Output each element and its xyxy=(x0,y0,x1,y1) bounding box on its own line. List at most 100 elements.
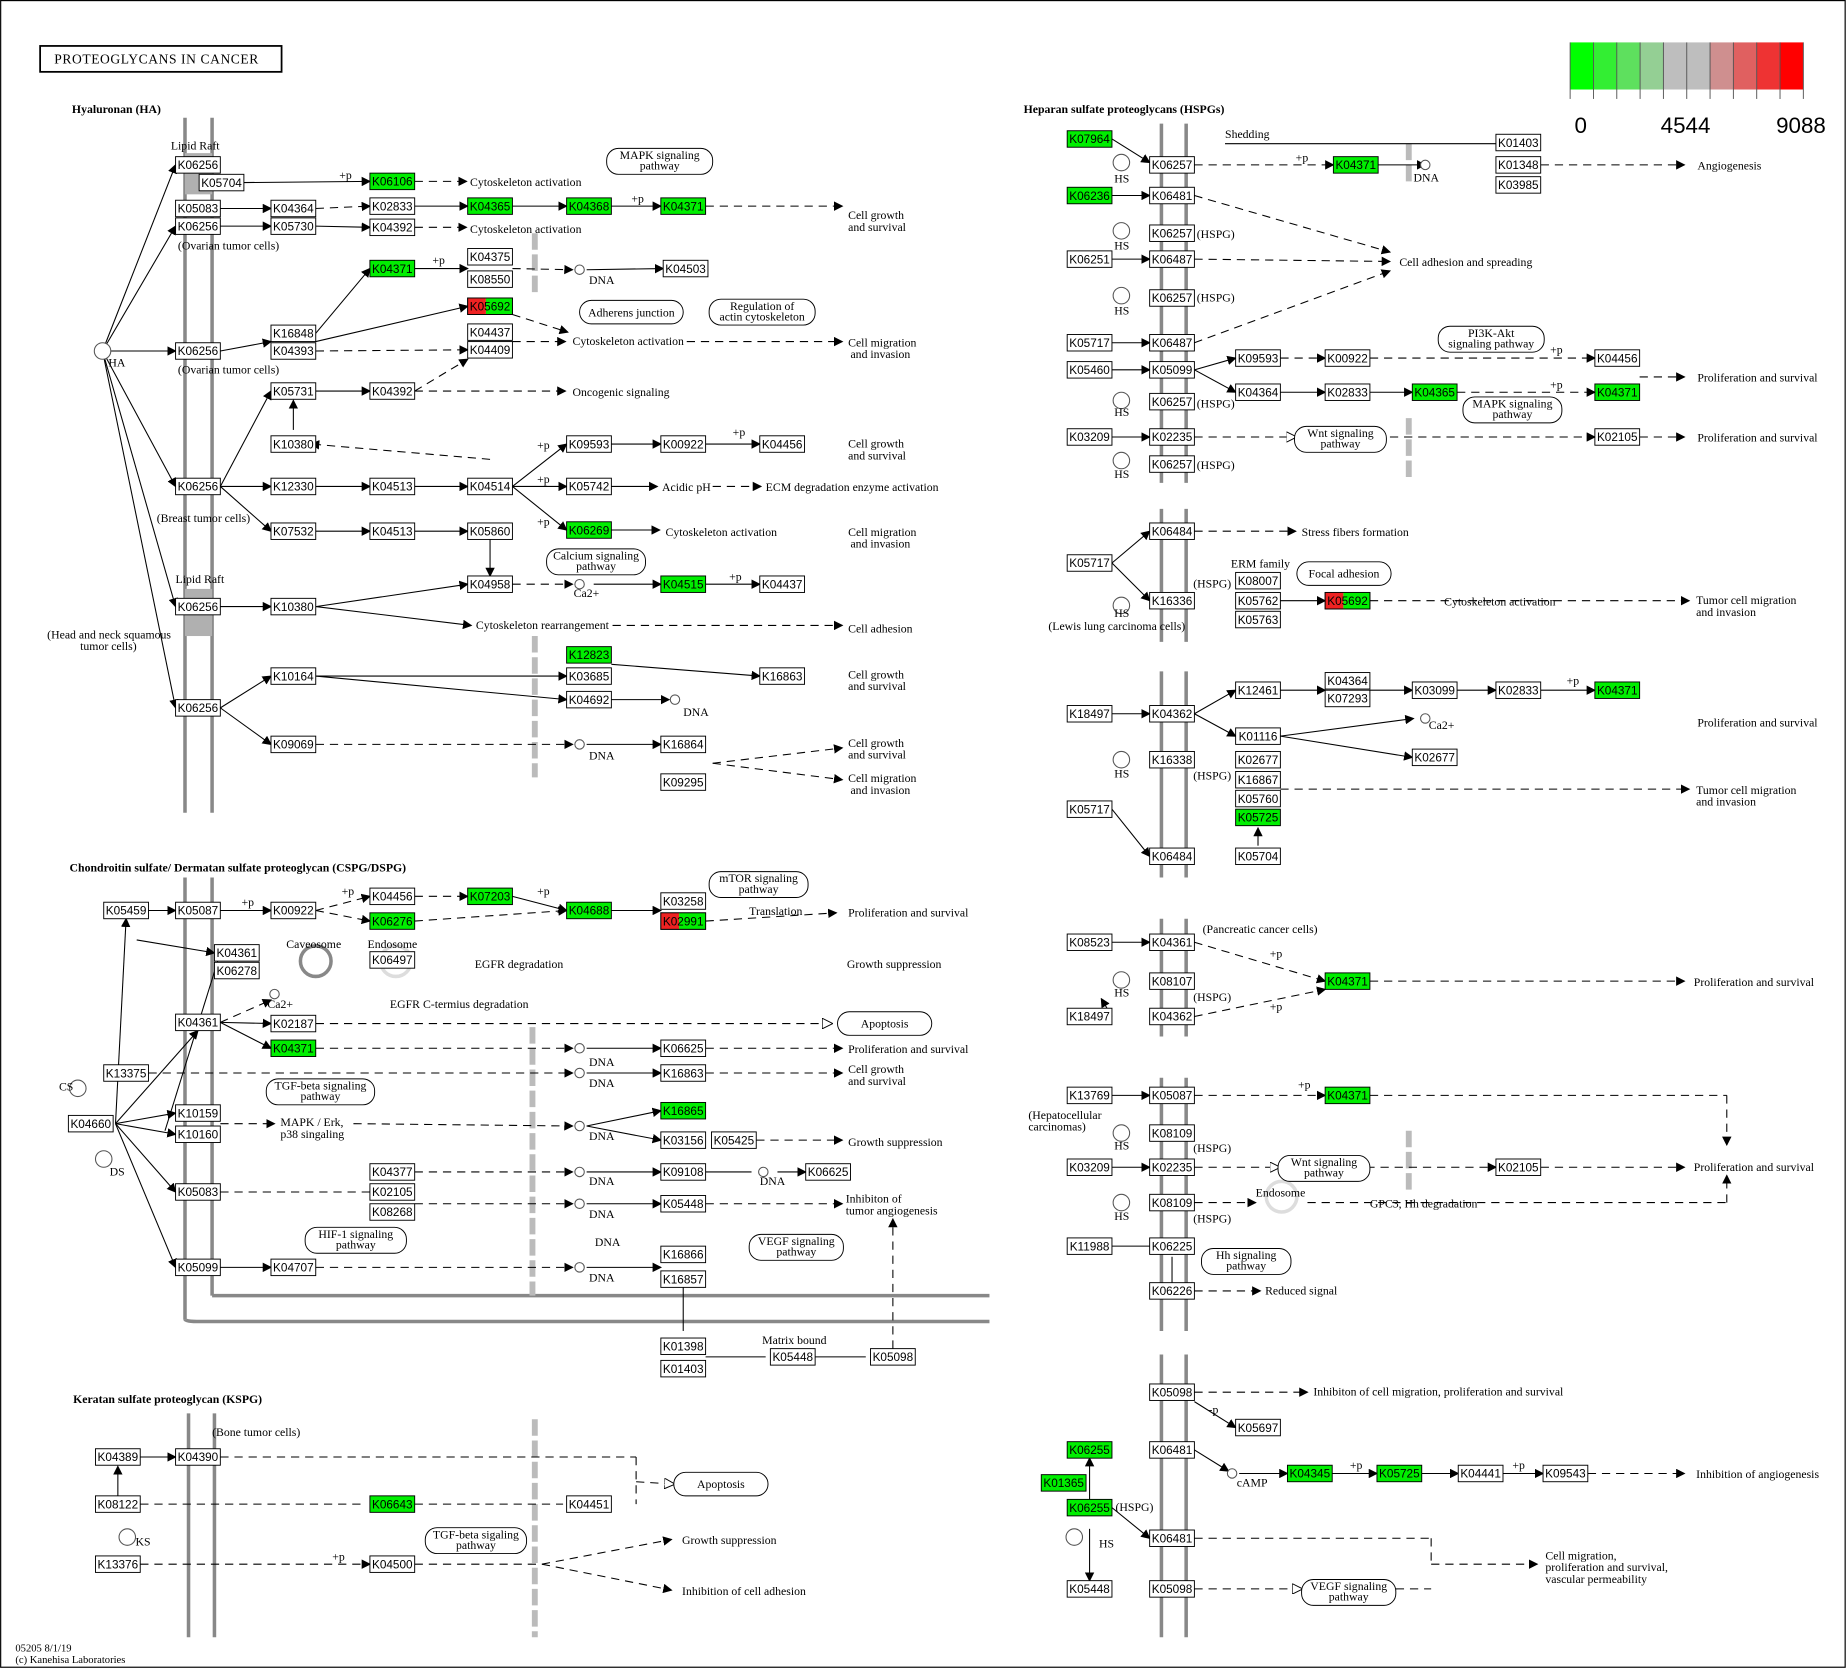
gene-node-k04503[interactable]: K04503 xyxy=(662,259,709,278)
gene-node-k01116[interactable]: K01116 xyxy=(1235,727,1281,745)
gene-node-k06487[interactable]: K06487 xyxy=(1149,250,1195,268)
gene-node-k02235[interactable]: K02235 xyxy=(1149,1158,1195,1176)
gene-node-k04365[interactable]: K04365 xyxy=(467,197,513,215)
gene-node-k07293[interactable]: K07293 xyxy=(1324,689,1371,708)
gene-node-k16867[interactable]: K16867 xyxy=(1235,771,1281,789)
gene-node-k05448[interactable]: K05448 xyxy=(1066,1580,1113,1598)
gene-node-k04371[interactable]: K04371 xyxy=(369,259,416,278)
gene-node-k04371[interactable]: K04371 xyxy=(1324,972,1371,990)
gene-node-k05083[interactable]: K05083 xyxy=(175,1183,221,1201)
gene-node-k04377[interactable]: K04377 xyxy=(369,1163,416,1181)
gene-node-k04392[interactable]: K04392 xyxy=(369,382,416,400)
gene-node-k08523[interactable]: K08523 xyxy=(1066,933,1113,951)
gene-node-k00922[interactable]: K00922 xyxy=(270,901,317,920)
gene-node-k04371[interactable]: K04371 xyxy=(270,1039,317,1057)
gene-node-k02833[interactable]: K02833 xyxy=(1495,681,1542,699)
gene-node-k16864[interactable]: K16864 xyxy=(660,735,707,754)
gene-node-k06226[interactable]: K06226 xyxy=(1149,1282,1195,1300)
gene-node-k04371[interactable]: K04371 xyxy=(1324,1086,1371,1105)
gene-node-k05760[interactable]: K05760 xyxy=(1235,789,1281,808)
gene-node-k05087[interactable]: K05087 xyxy=(1149,1086,1195,1105)
gene-node-k06257[interactable]: K06257 xyxy=(1149,156,1195,174)
gene-node-k04371[interactable]: K04371 xyxy=(1594,681,1641,699)
gene-node-k06484[interactable]: K06484 xyxy=(1149,522,1195,540)
gene-node-k16336[interactable]: K16336 xyxy=(1149,591,1195,610)
gene-node-k04456[interactable]: K04456 xyxy=(1594,349,1641,367)
gene-node-k06256[interactable]: K06256 xyxy=(175,477,221,496)
gene-node-k04361[interactable]: K04361 xyxy=(1149,933,1195,951)
gene-node-k09593[interactable]: K09593 xyxy=(566,435,612,453)
gene-node-k03985[interactable]: K03985 xyxy=(1495,176,1542,194)
gene-node-k01365[interactable]: K01365 xyxy=(1040,1474,1087,1492)
gene-node-k06256[interactable]: K06256 xyxy=(175,156,221,174)
gene-node-k06484[interactable]: K06484 xyxy=(1149,847,1195,866)
gene-node-k04437[interactable]: K04437 xyxy=(467,323,513,341)
gene-node-k01348[interactable]: K01348 xyxy=(1495,156,1542,174)
gene-node-k05697[interactable]: K05697 xyxy=(1235,1418,1281,1437)
gene-node-k10380[interactable]: K10380 xyxy=(270,435,317,453)
gene-node-k03685[interactable]: K03685 xyxy=(566,667,612,685)
gene-node-k05730[interactable]: K05730 xyxy=(270,217,317,235)
gene-node-k02105[interactable]: K02105 xyxy=(1594,428,1641,446)
gene-node-k06257[interactable]: K06257 xyxy=(1149,224,1195,242)
gene-node-k10380[interactable]: K10380 xyxy=(270,597,317,616)
gene-node-k04371[interactable]: K04371 xyxy=(1332,156,1379,174)
gene-node-k06625[interactable]: K06625 xyxy=(660,1039,707,1057)
gene-node-k06276[interactable]: K06276 xyxy=(369,912,416,930)
gene-node-k04441[interactable]: K04441 xyxy=(1457,1464,1504,1483)
gene-node-k06278[interactable]: K06278 xyxy=(213,961,260,980)
gene-node-k04456[interactable]: K04456 xyxy=(759,435,806,453)
gene-node-k00922[interactable]: K00922 xyxy=(660,435,707,453)
gene-node-k05717[interactable]: K05717 xyxy=(1066,554,1113,572)
gene-node-k04365[interactable]: K04365 xyxy=(1411,383,1458,401)
gene-node-k06256[interactable]: K06256 xyxy=(175,699,221,717)
gene-node-k01403[interactable]: K01403 xyxy=(1495,133,1542,152)
gene-node-k13375[interactable]: K13375 xyxy=(103,1064,149,1082)
gene-node-k05763[interactable]: K05763 xyxy=(1235,610,1281,629)
gene-node-k04514[interactable]: K04514 xyxy=(467,477,513,496)
gene-node-k05087[interactable]: K05087 xyxy=(175,901,221,920)
pathway-link[interactable]: Apoptosis xyxy=(673,1471,769,1497)
gene-node-k11988[interactable]: K11988 xyxy=(1066,1237,1113,1255)
gene-node-k04345[interactable]: K04345 xyxy=(1286,1464,1333,1483)
gene-node-k06625[interactable]: K06625 xyxy=(805,1163,851,1181)
gene-node-k04451[interactable]: K04451 xyxy=(566,1495,612,1513)
gene-node-k05098[interactable]: K05098 xyxy=(870,1348,916,1366)
gene-node-k02105[interactable]: K02105 xyxy=(369,1183,416,1201)
gene-node-k04390[interactable]: K04390 xyxy=(175,1448,221,1466)
gene-node-k08109[interactable]: K08109 xyxy=(1149,1124,1195,1142)
gene-node-k05425[interactable]: K05425 xyxy=(711,1131,757,1149)
gene-node-k04361[interactable]: K04361 xyxy=(175,1013,221,1032)
gene-node-k13376[interactable]: K13376 xyxy=(95,1555,141,1573)
gene-node-k04368[interactable]: K04368 xyxy=(566,197,612,215)
gene-node-k04392[interactable]: K04392 xyxy=(369,218,416,237)
gene-node-k00922[interactable]: K00922 xyxy=(1324,349,1371,367)
gene-node-k03099[interactable]: K03099 xyxy=(1411,681,1458,699)
gene-node-k05704[interactable]: K05704 xyxy=(1235,847,1281,866)
gene-node-k02833[interactable]: K02833 xyxy=(369,197,416,215)
gene-node-k04515[interactable]: K04515 xyxy=(660,575,707,593)
gene-node-k02991[interactable]: K02991 xyxy=(660,912,707,930)
gene-node-k10160[interactable]: K10160 xyxy=(175,1125,221,1143)
gene-node-k04660[interactable]: K04660 xyxy=(67,1114,114,1133)
gene-node-k04958[interactable]: K04958 xyxy=(467,575,513,593)
gene-node-k05742[interactable]: K05742 xyxy=(566,477,612,496)
gene-node-k06487[interactable]: K06487 xyxy=(1149,334,1195,352)
gene-node-k05717[interactable]: K05717 xyxy=(1066,334,1113,352)
gene-node-k06256[interactable]: K06256 xyxy=(175,217,221,235)
gene-node-k18497[interactable]: K18497 xyxy=(1066,1007,1113,1026)
gene-node-k05725[interactable]: K05725 xyxy=(1235,808,1281,827)
pathway-link[interactable]: Apoptosis xyxy=(837,1011,933,1036)
gene-node-k09069[interactable]: K09069 xyxy=(270,735,317,754)
gene-node-k09108[interactable]: K09108 xyxy=(660,1163,707,1181)
gene-node-k08122[interactable]: K08122 xyxy=(95,1495,141,1513)
gene-node-k02677[interactable]: K02677 xyxy=(1411,748,1458,767)
gene-node-k05099[interactable]: K05099 xyxy=(1149,361,1195,379)
